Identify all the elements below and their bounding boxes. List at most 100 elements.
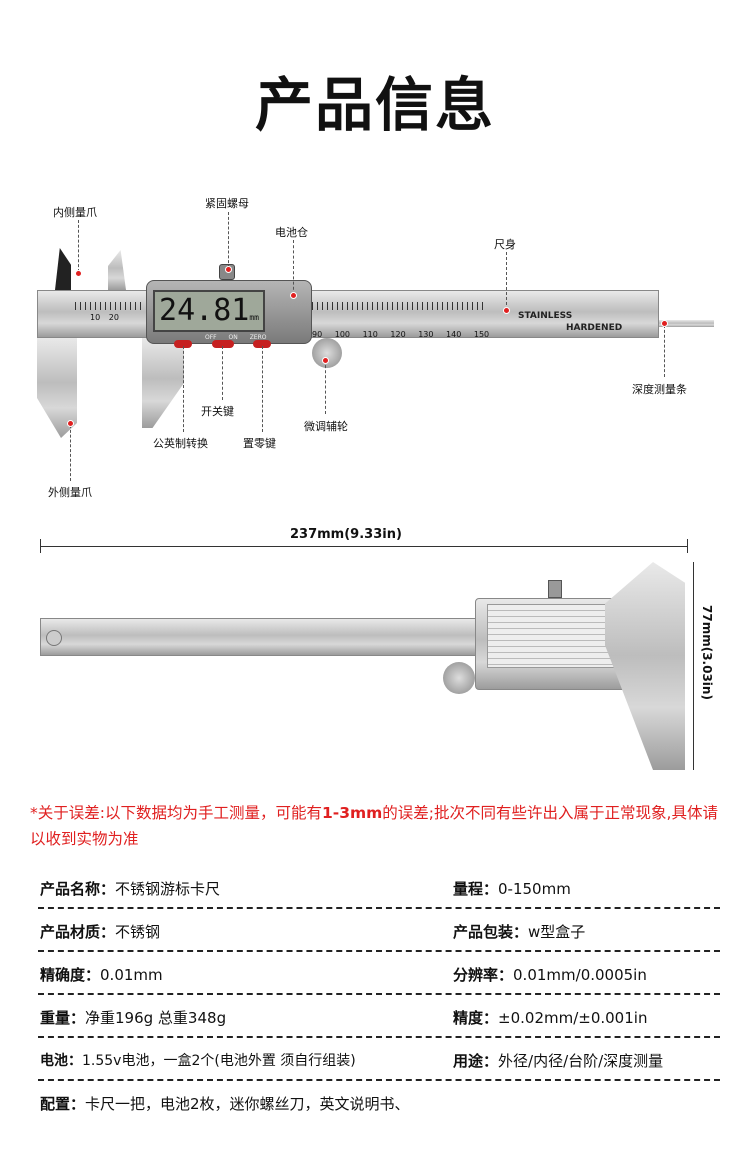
label-lock-screw: 紧固螺母: [205, 197, 249, 210]
label-zero: 置零键: [243, 437, 276, 450]
side-jaw: [605, 562, 685, 770]
outer-jaw-sliding: [142, 338, 184, 428]
scale-150: 150: [473, 330, 490, 339]
spec-key: 精确度：: [40, 966, 101, 984]
spec-cell: 产品名称：不锈钢游标卡尺: [40, 878, 220, 899]
spec-value: 净重196g 总重348g: [85, 1009, 227, 1027]
spec-key: 产品材质：: [40, 923, 116, 941]
spec-cell: 电池：1.55v电池，一盒2个(电池外置 须自行组装): [40, 1050, 356, 1070]
marker-dot: [290, 292, 297, 299]
note-bold: 1-3mm: [321, 804, 383, 822]
button-labels: OFF ON ZERO: [205, 334, 266, 341]
spec-row: 产品名称：不锈钢游标卡尺 量程：0-150mm: [38, 866, 720, 909]
length-tick-right: [687, 539, 688, 553]
spec-value: 1.55v电池，一盒2个(电池外置 须自行组装): [82, 1053, 356, 1069]
marker-dot: [661, 320, 668, 327]
spec-cell: 用途：外径/内径/台阶/深度测量: [453, 1050, 663, 1071]
spec-value: ±0.02mm/±0.001in: [498, 1009, 648, 1027]
leader: [506, 252, 507, 310]
height-line: [693, 562, 694, 770]
depth-rod: [659, 320, 714, 327]
unit-button[interactable]: [174, 340, 192, 348]
scale-90: 90: [312, 330, 323, 339]
spec-key: 精度：: [453, 1009, 499, 1027]
spec-row: 精确度：0.01mm 分辨率：0.01mm/0.0005in: [38, 952, 720, 995]
spec-cell: 产品包装：w型盒子: [453, 921, 585, 942]
inner-jaw-fixed: [55, 248, 71, 290]
scale-numbers: 10 20: [90, 313, 119, 322]
lcd-reading: 24.81: [159, 293, 250, 328]
zero-button[interactable]: [253, 340, 271, 348]
note-text-1: *关于误差:以下数据均为手工测量，可能有: [30, 804, 322, 822]
spec-row: 重量：净重196g 总重348g 精度：±0.02mm/±0.001in: [38, 995, 720, 1038]
lcd-unit: mm: [249, 313, 259, 322]
spec-value: 0.01mm/0.0005in: [513, 966, 647, 984]
spec-row: 电池：1.55v电池，一盒2个(电池外置 须自行组装) 用途：外径/内径/台阶/…: [38, 1038, 720, 1081]
scale-20: 20: [108, 313, 119, 322]
label-depth-rod: 深度测量条: [632, 383, 687, 396]
scale-numbers-right: 90 100 110 120 130 140 150: [312, 330, 489, 339]
scale-110: 110: [362, 330, 378, 339]
height-label: 77mm(3.03in): [700, 605, 714, 700]
spec-value: 0.01mm: [100, 966, 163, 984]
spec-value: 不锈钢: [115, 923, 161, 941]
length-line: [40, 546, 688, 547]
spec-key: 产品包装：: [453, 923, 529, 941]
side-lock-screw: [548, 580, 562, 598]
spec-key: 分辨率：: [453, 966, 514, 984]
label-unit: 公英制转换: [153, 437, 208, 450]
btn-off-label: OFF: [205, 334, 217, 341]
spec-value: 0-150mm: [498, 880, 571, 898]
spec-row: 配置：卡尺一把，电池2枚，迷你螺丝刀，英文说明书、: [38, 1081, 720, 1124]
spec-key: 产品名称：: [40, 880, 116, 898]
stamp: STAINLESS HARDENED: [518, 310, 622, 334]
scale-100: 100: [334, 330, 351, 339]
leader: [183, 346, 184, 432]
stamp-hardened: HARDENED: [566, 323, 623, 333]
label-battery: 电池仓: [275, 226, 308, 239]
stamp-stainless: STAINLESS: [518, 311, 573, 321]
power-button[interactable]: [212, 340, 234, 348]
spec-key: 电池：: [40, 1053, 82, 1069]
leader: [222, 346, 223, 400]
scale-120: 120: [390, 330, 406, 339]
beam-scale: [75, 302, 145, 310]
spec-value: 不锈钢游标卡尺: [115, 880, 221, 898]
spec-value: w型盒子: [528, 923, 586, 941]
spec-key: 用途：: [453, 1052, 499, 1070]
spec-cell: 配置：卡尺一把，电池2枚，迷你螺丝刀，英文说明书、: [40, 1093, 410, 1114]
leader: [78, 220, 79, 272]
side-beam: [40, 618, 490, 656]
leader: [70, 425, 71, 481]
caliper-beam: [37, 290, 659, 338]
scale-140: 140: [446, 330, 462, 339]
spec-cell: 分辨率：0.01mm/0.0005in: [453, 964, 647, 985]
marker-dot: [322, 357, 329, 364]
marker-dot: [503, 307, 510, 314]
lcd-display: 24.81mm: [153, 290, 265, 332]
btn-zero-label: ZERO: [249, 334, 267, 341]
leader: [293, 240, 294, 295]
marker-dot: [225, 266, 232, 273]
btn-on-label: ON: [228, 334, 238, 341]
spec-value: 卡尺一把，电池2枚，迷你螺丝刀，英文说明书、: [85, 1095, 410, 1113]
leader: [262, 346, 263, 432]
label-inner-jaw: 内侧量爪: [53, 206, 97, 219]
label-power: 开关键: [201, 405, 234, 418]
spec-row: 产品材质：不锈钢 产品包装：w型盒子: [38, 909, 720, 952]
side-thumb-wheel: [443, 662, 475, 694]
leader: [325, 360, 326, 414]
scale-130: 130: [418, 330, 434, 339]
scale-10: 10: [90, 313, 101, 322]
beam-scale-right: [312, 302, 487, 310]
spec-key: 配置：: [40, 1095, 86, 1113]
spec-key: 重量：: [40, 1009, 86, 1027]
spec-cell: 量程：0-150mm: [453, 878, 571, 899]
spec-key: 量程：: [453, 880, 499, 898]
error-note: *关于误差:以下数据均为手工测量，可能有1-3mm的误差;批次不同有些许出入属于…: [30, 800, 720, 852]
leader: [228, 212, 229, 268]
leader: [664, 325, 665, 377]
inner-jaw-sliding: [108, 250, 126, 290]
spec-cell: 精确度：0.01mm: [40, 964, 163, 985]
spec-cell: 精度：±0.02mm/±0.001in: [453, 1007, 647, 1028]
